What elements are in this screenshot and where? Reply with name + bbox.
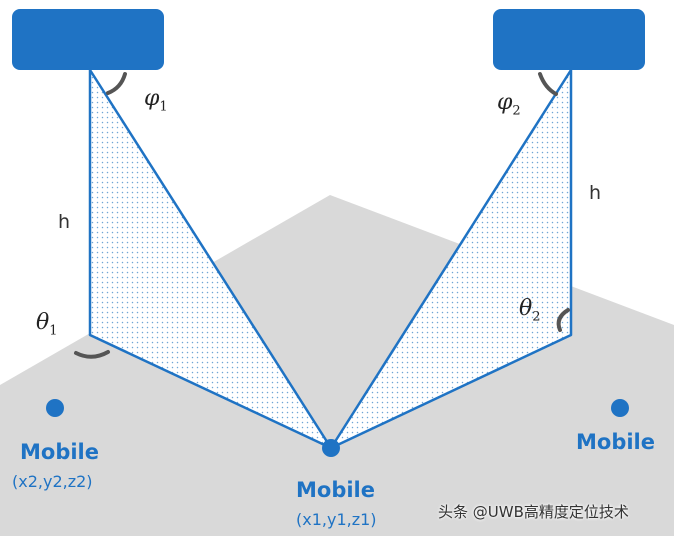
- mobile-right-title: Mobile: [576, 430, 655, 454]
- angle-theta2-arc: [556, 308, 570, 332]
- mobile-left-dot: [46, 399, 64, 417]
- phi-subscript: 1: [159, 99, 168, 115]
- height-label-right: h: [589, 182, 602, 204]
- phi-symbol: φ: [144, 86, 160, 111]
- triangle-right: [329, 68, 573, 450]
- angle-theta1-arc: [74, 350, 110, 359]
- mobile-center-coords: (x1,y1,z1): [296, 510, 377, 529]
- mobile-center-title: Mobile: [296, 478, 375, 502]
- mobile-left-coords: (x2,y2,z2): [12, 472, 93, 491]
- angle-phi1-arc: [106, 72, 127, 95]
- angle-phi1-label: φ1: [144, 86, 168, 114]
- theta-symbol: θ: [36, 310, 50, 335]
- theta-subscript: 2: [532, 309, 541, 325]
- angle-phi2-label: φ2: [497, 90, 521, 118]
- phi-subscript: 2: [512, 103, 521, 119]
- phi-symbol: φ: [497, 90, 513, 115]
- watermark: 头条 @UWB高精度定位技术: [438, 503, 629, 521]
- mobile-left-title: Mobile: [20, 440, 99, 464]
- mobile-right-dot: [611, 399, 629, 417]
- angle-theta1-label: θ1: [36, 310, 58, 338]
- angle-phi2-arc: [538, 72, 558, 96]
- height-label-left: h: [58, 211, 71, 233]
- anchor-1-box: [12, 9, 164, 70]
- anchor-2-box: [493, 9, 645, 70]
- theta-symbol: θ: [519, 296, 533, 321]
- mobile-center-dot: [322, 439, 340, 457]
- theta-subscript: 1: [49, 323, 58, 339]
- triangle-left: [88, 68, 333, 450]
- angle-theta2-label: θ2: [519, 296, 541, 324]
